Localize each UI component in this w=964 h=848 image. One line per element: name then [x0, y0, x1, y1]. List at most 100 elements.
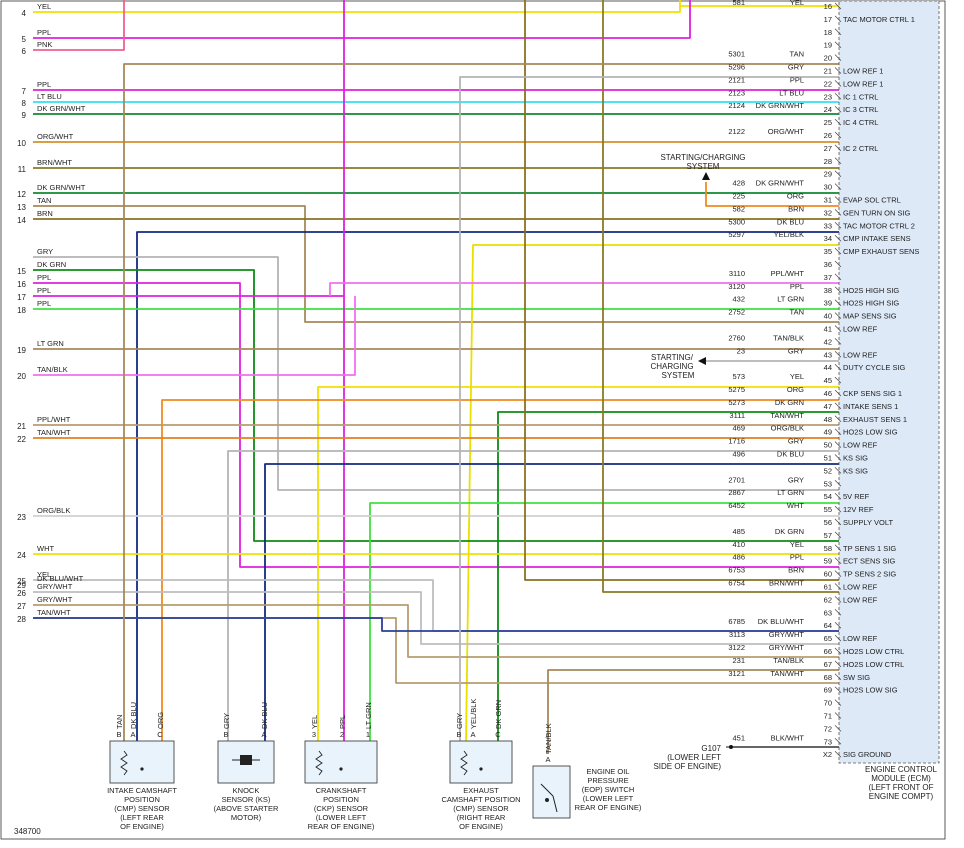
sensor-label: PRESSURE	[587, 776, 628, 785]
ecm-pin-number: 58	[824, 544, 832, 553]
wire-gry-5296	[459, 76, 839, 741]
sensor-wire-color: DK BLU	[260, 702, 269, 729]
wire-color-label: TAN/WHT	[770, 669, 804, 678]
circuit-number: 432	[732, 295, 745, 304]
pin-tick	[834, 351, 842, 358]
sensor-label: EXHAUST	[463, 786, 499, 795]
pin-tick	[834, 621, 842, 629]
wire-brnwht-6754	[602, 0, 839, 593]
ecm-pin-function: KS SIG	[843, 454, 868, 463]
sensor-node-icon	[339, 767, 343, 771]
pin-tick	[834, 441, 842, 448]
circuit-number: 3110	[729, 269, 745, 278]
starting-charging-label: SYSTEM	[687, 162, 720, 171]
wire-color-label: PPL	[790, 553, 804, 562]
ecm-pin-function: MAP SENS SIG	[843, 312, 897, 321]
ecm-pin-number: 41	[824, 325, 832, 334]
sensor-label: POSITION	[124, 795, 160, 804]
circuit-number: 2123	[728, 88, 745, 97]
ecm-pin-number: 25	[824, 118, 832, 127]
circuit-number: 2122	[728, 127, 745, 136]
sensor-label: (LEFT REAR	[120, 813, 164, 822]
sensor-wire-color: DK BLU	[129, 702, 138, 729]
pin-tick	[834, 454, 842, 461]
wire-color-label: LT BLU	[779, 88, 804, 97]
ground-id: G107	[701, 744, 721, 753]
left-wire-number: 16	[17, 280, 26, 289]
pin-tick	[834, 2, 842, 10]
left-wire-number: 14	[17, 216, 26, 225]
pin-tick	[834, 299, 842, 306]
left-wire-number: 5	[22, 35, 27, 44]
pin-tick	[834, 725, 842, 732]
pin-tick	[834, 505, 842, 513]
left-wire-color: LT GRN	[37, 339, 64, 348]
ecm-pin-number: 51	[824, 454, 832, 463]
circuit-number: 6753	[728, 566, 745, 575]
sensor-wire-color: TAN/BLK	[544, 723, 553, 754]
ecm-pin-number: 36	[824, 260, 832, 269]
starting-charging-system-upper: STARTING/CHARGING SYSTEM	[660, 153, 746, 180]
sensor-pin-id: C	[157, 730, 163, 739]
ecm-pin-number: 47	[824, 402, 832, 411]
left-wire-color: PPL	[37, 299, 51, 308]
ecm-pin-number: 28	[824, 157, 832, 166]
sensor-label: CRANKSHAFT	[316, 786, 367, 795]
ecm-pin-number: 60	[824, 570, 832, 579]
pin-tick	[834, 15, 842, 23]
circuit-number: 2121	[728, 75, 745, 84]
wire-grywht-3122	[33, 591, 839, 645]
ecm-pin-number: 31	[824, 196, 832, 205]
sensor-label: MOTOR)	[231, 813, 262, 822]
circuit-number: 3121	[728, 669, 745, 678]
starting-charging-label: CHARGING	[650, 362, 693, 371]
ecm-pin-number: 40	[824, 312, 832, 321]
sensor-pin-id: A	[261, 730, 266, 739]
pin-tick	[834, 480, 842, 487]
wire-color-label: BRN/WHT	[769, 579, 804, 588]
left-wire-color: PPL/WHT	[37, 415, 71, 424]
ecm-pin-number: 65	[824, 634, 832, 643]
ecm-pin-number: 70	[824, 699, 832, 708]
ecm-pin-number: 16	[824, 2, 832, 11]
ecm-pin-number: 27	[824, 144, 832, 153]
pin-tick	[834, 234, 842, 242]
switch-contact-icon	[540, 783, 558, 813]
wire-yelblk-5297	[465, 244, 839, 742]
left-wire-number: 9	[22, 111, 27, 120]
left-wire-color: PPL	[37, 273, 51, 282]
sensor-node-icon	[140, 767, 144, 771]
wire-color-label: PPL	[790, 75, 804, 84]
ecm-pin-number: 43	[824, 350, 832, 359]
left-wire-color: GRY	[37, 247, 53, 256]
ecm-pin-function: KS SIG	[843, 466, 868, 475]
wire-color-label: WHT	[787, 501, 804, 510]
wire-color-label: PPL/WHT	[771, 269, 805, 278]
wire-color-label: GRY	[788, 346, 804, 355]
circuit-number: 2124	[728, 101, 745, 110]
wire-org-225	[705, 182, 839, 207]
ecm-label: ENGINE CONTROL MODULE (ECM) (LEFT FRONT …	[865, 765, 938, 801]
sensor-body	[109, 740, 175, 784]
sensor-pin-id: 2	[340, 730, 344, 739]
left-wire-color: TAN/BLK	[37, 365, 68, 374]
ecm-pin-function: LOW REF	[843, 441, 878, 450]
wire-color-label: YEL	[790, 372, 804, 381]
sensor-wire-color: GRY	[455, 713, 464, 729]
circuit-number: 410	[732, 540, 745, 549]
sensor-wire-color: TAN	[115, 715, 124, 729]
left-wire-color: WHT	[37, 544, 54, 553]
ground-g107: G107 (LOWER LEFT SIDE OF ENGINE)	[653, 744, 733, 771]
sensor-label: REAR OF ENGINE)	[308, 822, 375, 831]
left-wire-number: 18	[17, 306, 26, 315]
pin-tick	[834, 686, 842, 693]
wire-color-label: ORG	[787, 385, 804, 394]
circuit-number: 6754	[728, 579, 745, 588]
ecm-pin-function: HO2S LOW SIG	[843, 428, 898, 437]
circuit-number: 581	[732, 0, 745, 7]
ecm-label-line: ENGINE COMPT)	[869, 792, 934, 801]
